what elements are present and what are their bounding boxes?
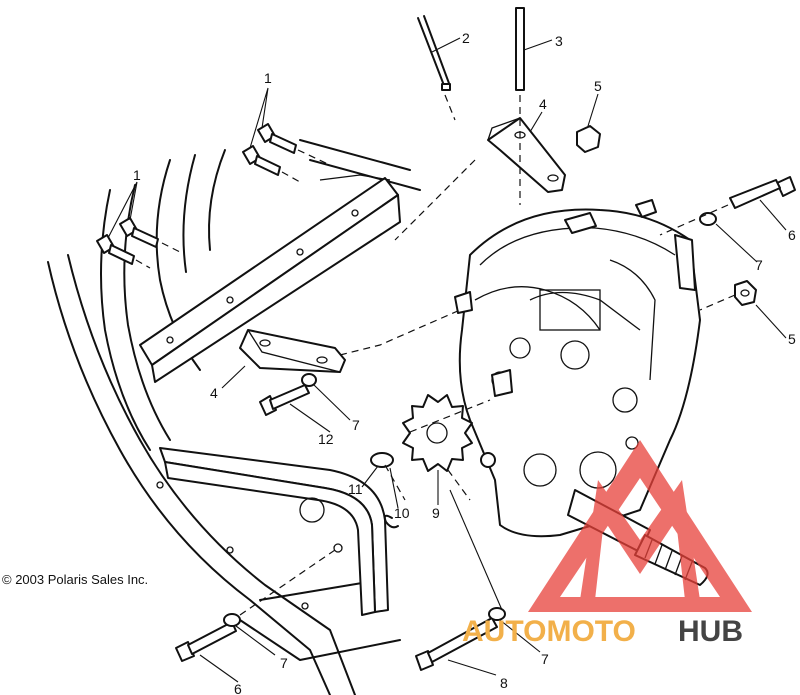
callout-8: 8 [500,675,508,691]
washer-11 [370,452,394,468]
assembly-lines [135,94,736,616]
watermark-logo [528,440,752,612]
callout-1-upper: 1 [264,70,272,86]
mounting-rail [139,174,401,383]
bolt-1-upper-a [257,123,297,154]
callout-6-lower: 6 [234,681,242,695]
callout-5-upper: 5 [594,78,602,94]
washer-7-left [301,373,317,387]
callout-labels: 1 1 2 3 4 5 6 7 5 4 7 12 11 10 9 7 6 8 7 [133,30,796,695]
callout-7-right: 7 [755,257,763,273]
bracket-lower [239,329,346,373]
bolt-1-left-b [96,234,135,265]
watermark-text-left: AUTOMOTO [462,615,636,648]
bracket-upper [487,117,566,193]
washer-7-bottom-left [223,613,241,627]
watermark-triangle-icon [528,440,752,612]
rod-3 [515,7,525,91]
bolt-6-lower [175,621,237,662]
callout-7-bottom-left: 7 [280,655,288,671]
callout-5-lower: 5 [788,331,796,347]
rod-2 [417,15,451,91]
frame [47,139,421,695]
bolt-12 [259,384,310,416]
callout-3: 3 [555,33,563,49]
washer-7-bottom-right [488,607,506,621]
bolt-1-upper-b [242,145,281,176]
nut-upper [576,125,601,153]
copyright-text: © 2003 Polaris Sales Inc. [2,572,148,587]
callout-9: 9 [432,505,440,521]
callout-11: 11 [348,481,363,497]
callout-4-upper: 4 [539,96,547,112]
callout-7-left: 7 [352,417,360,433]
sprocket [402,394,473,472]
nut-lower [734,280,757,306]
watermark-text-right: HUB [678,615,743,648]
circlip-10 [383,514,399,529]
callout-1-left: 1 [133,167,141,183]
callout-12: 12 [318,431,334,447]
bolt-8 [415,617,498,671]
bolt-6-upper [729,176,796,209]
callout-10: 10 [394,505,410,521]
watermark-m-icon [580,480,700,600]
washer-7-right [699,212,717,226]
callout-6-upper: 6 [788,227,796,243]
callout-7-bottom-right: 7 [541,651,549,667]
bottom-plate [159,447,389,616]
bolt-1-left-a [119,217,159,248]
callout-4-lower: 4 [210,385,218,401]
leader-lines [107,37,787,683]
callout-2: 2 [462,30,470,46]
